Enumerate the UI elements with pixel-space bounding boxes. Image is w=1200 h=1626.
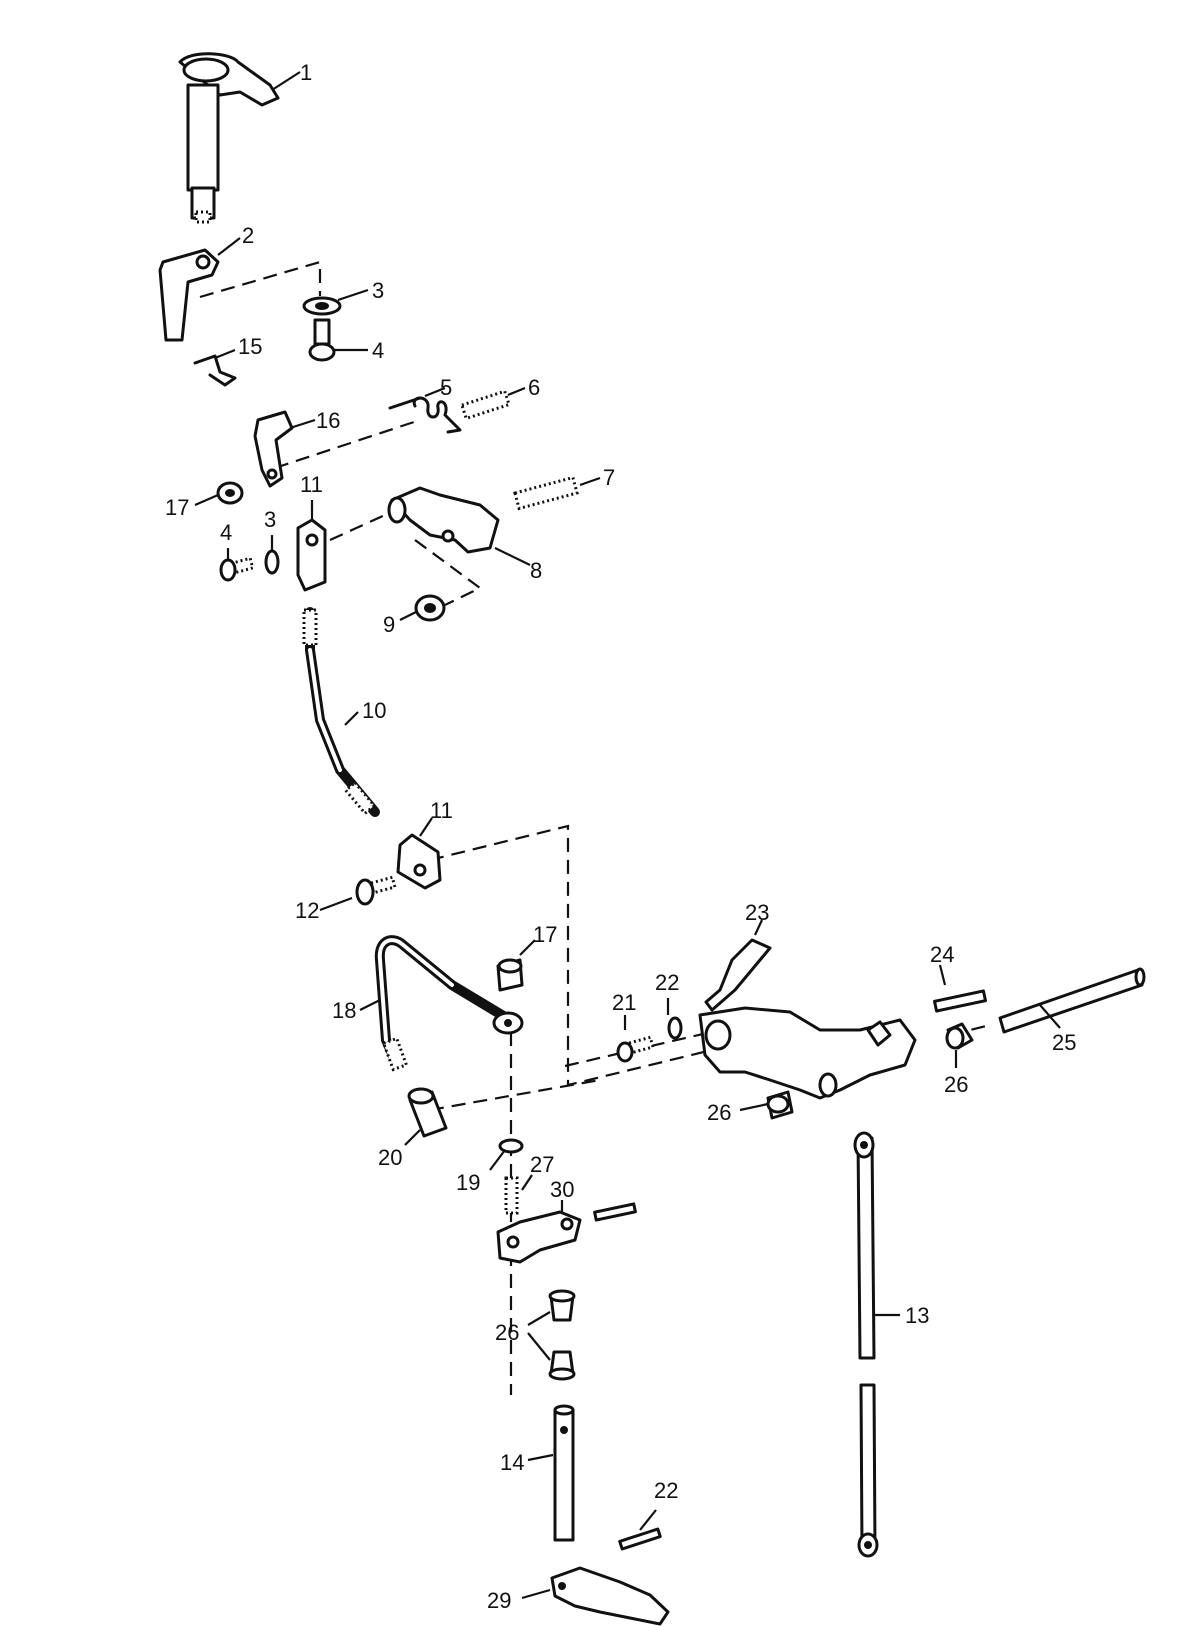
part-2-bracket [158,248,220,342]
callout-10: 10 [362,698,386,723]
part-15-clip [193,354,237,387]
callout-1: 1 [300,60,312,85]
part-10-link-rod [302,607,380,817]
part-29-lever-arm [550,1566,670,1626]
callout-27: 27 [530,1152,554,1177]
callout-labels: 1 2 3 4 15 5 6 16 17 11 7 4 3 8 9 10 11 … [165,60,1076,1613]
part-4-screw-lower [219,556,255,582]
callout-6: 6 [528,375,540,400]
callout-20: 20 [378,1145,402,1170]
callout-23: 23 [745,900,769,925]
part-23-control-bracket [698,938,917,1100]
callout-26: 26 [707,1100,731,1125]
part-14-shaft [553,1404,575,1542]
callout-30: 30 [550,1177,574,1202]
callout-9: 9 [383,612,395,637]
callout-11: 11 [430,798,453,823]
part-6-stud [460,389,511,421]
part-22-pin-lower [618,1527,662,1551]
part-11-joint-lower [396,833,442,890]
part-3-washer-lower [264,549,280,575]
part-13-link-rod [853,1131,879,1558]
part-16-bracket [253,410,294,488]
part-26-bushing-right-a [945,1022,974,1050]
part-18-bent-rod [374,935,524,1072]
part-21-screw [616,1035,655,1063]
callout-3: 3 [372,278,384,303]
callout-19: 19 [456,1170,480,1195]
callout-4: 4 [220,520,232,545]
callout-22: 22 [655,970,679,995]
callout-26: 26 [944,1072,968,1097]
part-24-pin [933,989,987,1013]
part-25-shaft [998,967,1146,1034]
part-4-screw [308,318,336,362]
part-26-bushing-upper [548,1289,576,1322]
callout-24: 24 [930,942,954,967]
part-26-bushing-right-b [766,1090,794,1120]
part-3-washer [302,296,342,316]
callout-5: 5 [440,375,452,400]
callout-14: 14 [500,1450,524,1475]
callout-11: 11 [300,472,323,497]
callout-25: 25 [1052,1030,1076,1055]
part-1-shaft-lever [178,52,280,224]
callout-2: 2 [242,223,254,248]
callout-13: 13 [905,1303,929,1328]
part-17-nut-lower [496,958,524,992]
callout-15: 15 [238,334,262,359]
part-30-lever [496,1202,637,1264]
part-12-pin [355,875,397,906]
leader-lines [194,71,1061,1600]
part-26-bushing-lower [548,1350,576,1381]
callout-22: 22 [654,1478,678,1503]
callout-17: 17 [533,922,557,947]
callout-17: 17 [165,495,189,520]
callout-26: 26 [495,1320,519,1345]
part-17-nut-upper [216,481,244,505]
callout-16: 16 [316,408,340,433]
part-11-joint-upper [296,518,327,592]
part-9-nut [414,594,446,622]
part-5-spring [388,396,462,434]
part-8-lever [387,486,500,554]
part-7-stud [513,475,579,511]
callout-7: 7 [603,465,615,490]
callout-4: 4 [372,338,384,363]
callout-12: 12 [295,898,319,923]
callout-18: 18 [332,998,356,1023]
callout-29: 29 [487,1588,511,1613]
callout-3: 3 [264,507,276,532]
callout-8: 8 [530,558,542,583]
part-27-stud [504,1176,519,1215]
part-19-washer [498,1138,524,1154]
part-22-washer [667,1016,683,1040]
part-20-sleeve [407,1087,448,1138]
callout-21: 21 [612,990,636,1015]
